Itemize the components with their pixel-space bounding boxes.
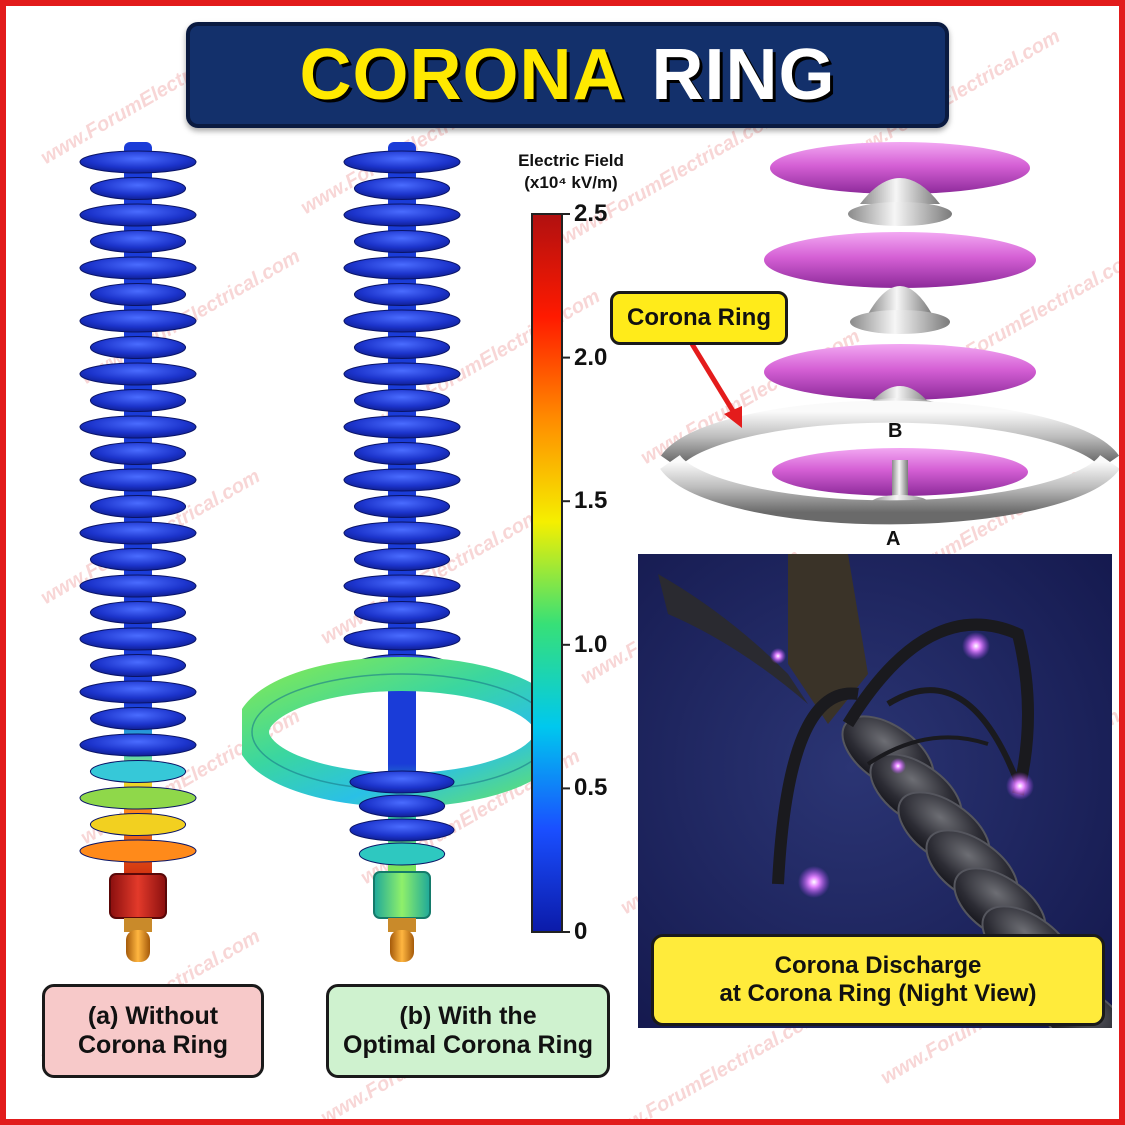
insulator-shed [89, 813, 187, 836]
insulator-shed [79, 203, 197, 227]
title-banner: CORONA RING [186, 22, 949, 128]
scale-tick-label: 0.5 [574, 774, 608, 802]
insulator-without-ring [79, 142, 197, 962]
corona-ring-callout: Corona Ring [610, 291, 788, 345]
insulator-shed [353, 230, 451, 253]
insulator-shed [343, 468, 461, 492]
panel-b-label: (b) With the Optimal Corona Ring [326, 984, 610, 1078]
point-a-label: A [886, 528, 901, 550]
insulator-shed [343, 256, 461, 280]
insulator-shed [89, 760, 187, 783]
insulator-shed [353, 442, 451, 465]
insulator-shed [343, 627, 461, 651]
night-view-caption: Corona Discharge at Corona Ring (Night V… [651, 934, 1105, 1026]
insulator-shed [349, 770, 455, 794]
insulator-shed [353, 389, 451, 412]
color-scale-bar [531, 213, 570, 933]
insulator-shed [79, 521, 197, 545]
color-scale-title: Electric Field (x10⁴ kV/m) [496, 150, 646, 194]
insulator-shed [79, 839, 197, 863]
insulator-shed [89, 442, 187, 465]
insulator-shed [353, 283, 451, 306]
insulator-shed [343, 362, 461, 386]
insulator-shed [79, 468, 197, 492]
insulator-shed [353, 548, 451, 571]
insulator-shed [79, 786, 197, 810]
insulator-shed [343, 574, 461, 598]
insulator-shed [89, 177, 187, 200]
scale-tick-label: 1.5 [574, 487, 608, 515]
scale-tick-label: 1.0 [574, 630, 608, 658]
insulator-shed [89, 654, 187, 677]
insulator-shed [79, 574, 197, 598]
insulator-shed [79, 309, 197, 333]
insulator-shed [358, 842, 446, 866]
insulator-shed [79, 150, 197, 174]
insulator-shed [89, 336, 187, 359]
insulator-shed [79, 362, 197, 386]
insulator-shed [79, 415, 197, 439]
insulator-shed [358, 794, 446, 818]
insulator-shed [89, 548, 187, 571]
insulator-shed [343, 309, 461, 333]
color-scale-title-line2: (x10⁴ kV/m) [524, 173, 618, 193]
insulator-shed [79, 680, 197, 704]
insulator-shed [353, 177, 451, 200]
point-b-label: B [888, 420, 903, 442]
insulator-shed [349, 818, 455, 842]
color-scale-title-line1: Electric Field [518, 151, 624, 170]
insulator-shed [343, 203, 461, 227]
insulator-shed [343, 150, 461, 174]
scale-tick-label: 2.0 [574, 343, 608, 371]
insulator-shed [79, 733, 197, 757]
ring-diagram [660, 142, 1119, 525]
insulator-with-ring [242, 142, 562, 962]
insulator-shed [89, 707, 187, 730]
insulator-shed [353, 495, 451, 518]
title-word-ring: RING [651, 35, 836, 115]
insulator-shed [353, 601, 451, 624]
insulator-shed [79, 627, 197, 651]
insulator-shed [89, 283, 187, 306]
insulator-shed [353, 336, 451, 359]
insulator-shed [89, 495, 187, 518]
insulator-shed [79, 256, 197, 280]
insulator-shed [89, 601, 187, 624]
insulator-shed [89, 389, 187, 412]
insulator-shed [89, 230, 187, 253]
panel-a-label: (a) Without Corona Ring [42, 984, 264, 1078]
insulator-shed [343, 521, 461, 545]
insulator-shed [343, 415, 461, 439]
scale-tick-label: 0 [574, 918, 588, 945]
scale-tick-label: 2.5 [574, 200, 608, 227]
title-word-corona: CORONA [299, 35, 626, 115]
